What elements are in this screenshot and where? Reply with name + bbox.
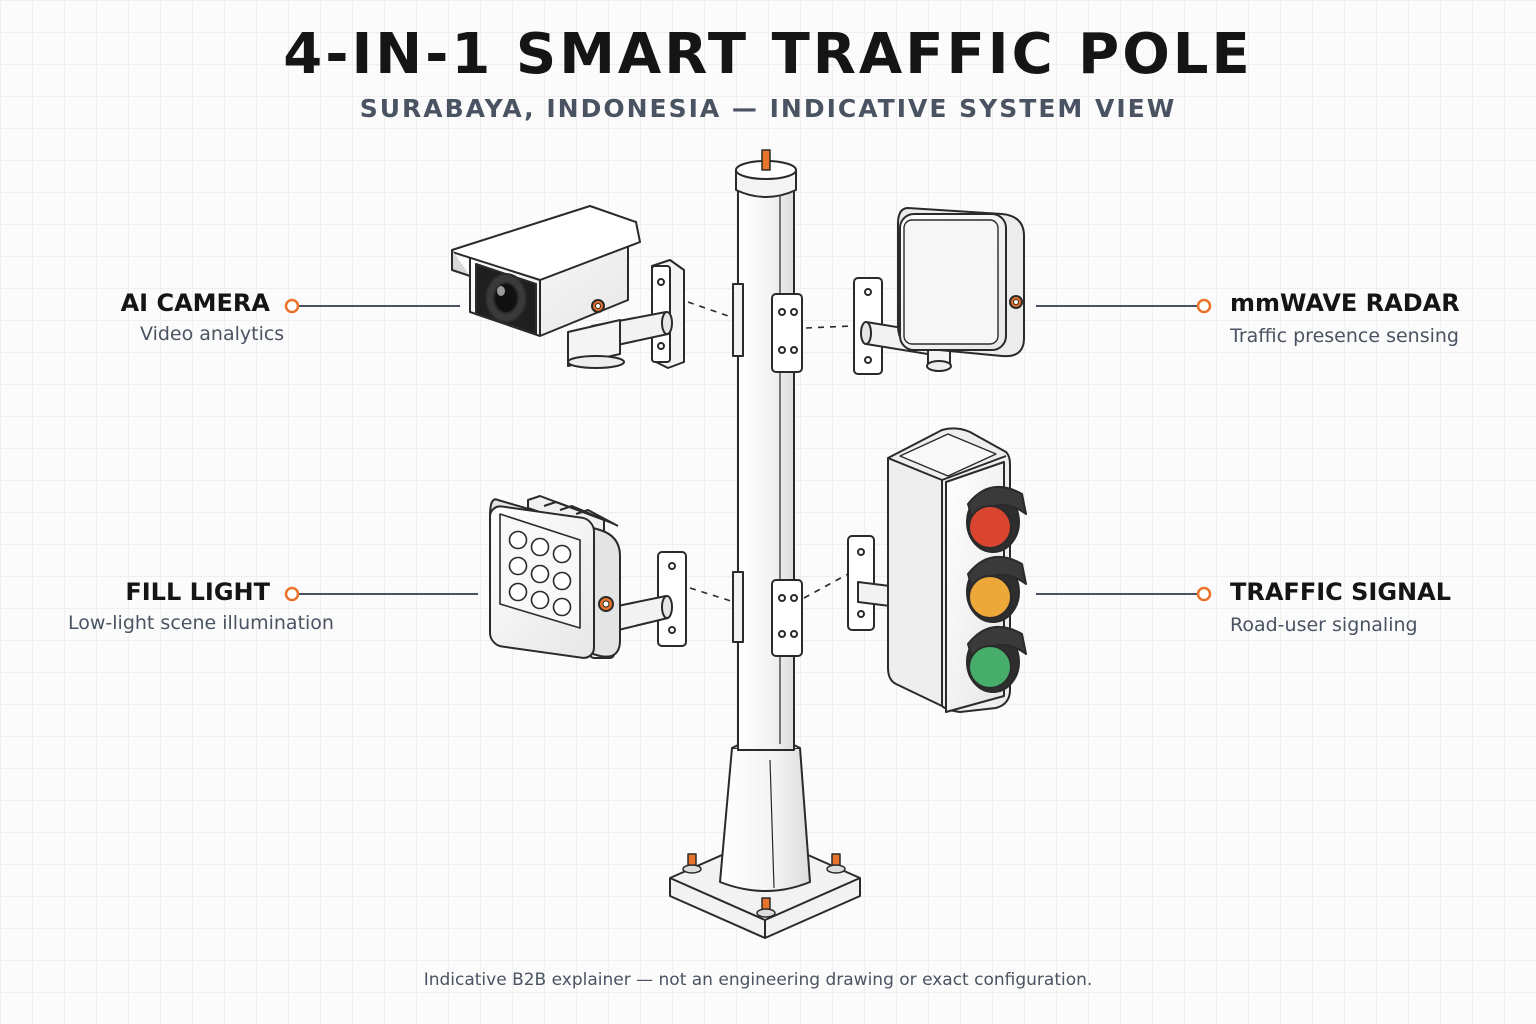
page-subtitle: SURABAYA, INDONESIA — INDICATIVE SYSTEM …: [359, 94, 1177, 123]
component-name: AI CAMERA: [120, 289, 270, 317]
led-array: [499, 513, 581, 629]
component-description: Low-light scene illumination: [68, 612, 334, 634]
pole-icon: [669, 149, 861, 939]
fill-light-icon: [489, 495, 687, 659]
leader-dot-camera: [284, 298, 300, 314]
label-fill-light: FILL LIGHT: [20, 577, 270, 607]
signal-lamps: [966, 486, 1027, 693]
radar-panel-icon: [853, 207, 1025, 375]
component-name: TRAFFIC SIGNAL: [1230, 578, 1451, 606]
traffic-signal-icon: [847, 427, 1027, 713]
component-description: Road-user signaling: [1230, 614, 1418, 636]
label-traffic-signal: TRAFFIC SIGNAL Road-user signaling: [1230, 577, 1451, 637]
component-name: mmWAVE RADAR: [1230, 289, 1460, 317]
signal-red-lamp: [968, 505, 1012, 549]
component-description: Traffic presence sensing: [1230, 325, 1459, 347]
leader-dot-signal: [1196, 586, 1212, 602]
signal-green-lamp: [968, 645, 1012, 689]
label-ai-camera-desc: Video analytics: [140, 322, 284, 346]
footnote: Indicative B2B explainer — not an engine…: [423, 970, 1093, 990]
label-ai-camera: AI CAMERA: [90, 288, 270, 318]
component-description: Video analytics: [140, 323, 285, 345]
leader-dot-fill-light: [284, 586, 300, 602]
signal-amber-lamp: [968, 575, 1012, 619]
camera-icon: [451, 205, 685, 369]
leader-lines: [284, 298, 1212, 602]
page-title: 4-IN-1 SMART TRAFFIC POLE: [283, 22, 1253, 87]
dashed-connectors: [687, 301, 853, 603]
label-mmwave-radar: mmWAVE RADAR Traffic presence sensing: [1230, 288, 1460, 348]
label-fill-light-desc: Low-light scene illumination: [68, 611, 334, 635]
leader-dot-radar: [1196, 298, 1212, 314]
anchor-bolts: [682, 853, 846, 918]
component-name: FILL LIGHT: [125, 578, 270, 606]
